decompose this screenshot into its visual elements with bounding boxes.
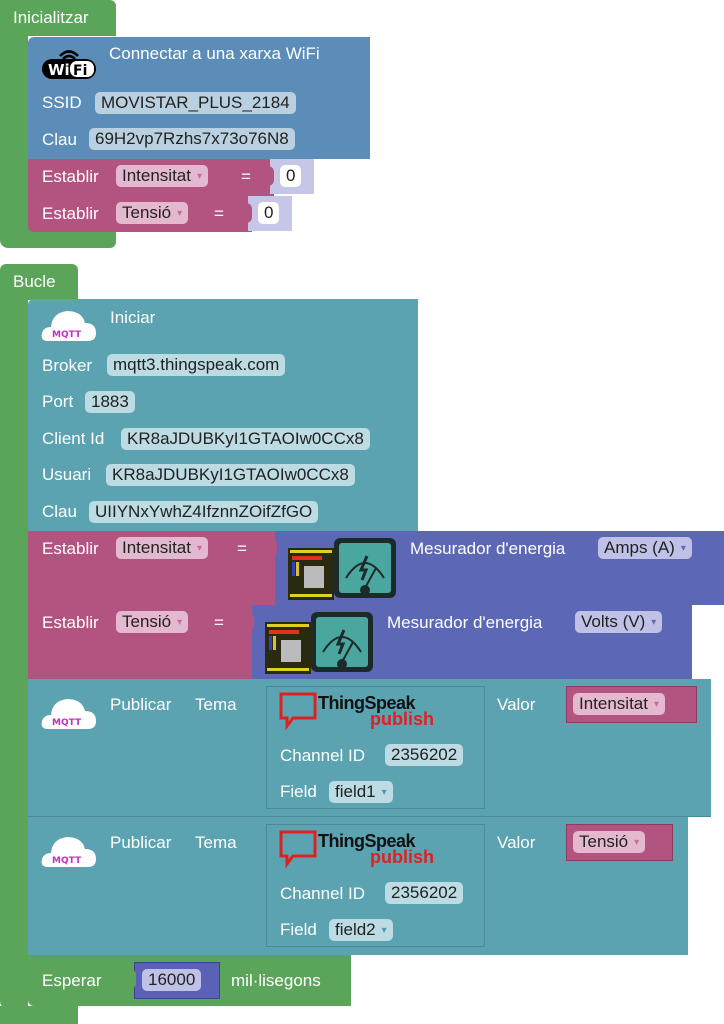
meter-label: Mesurador d'energia: [387, 613, 543, 632]
loop-block-label: Bucle: [13, 272, 56, 291]
thingspeak-logo-sub: publish: [370, 847, 434, 867]
number-input[interactable]: 0: [258, 202, 280, 224]
svg-text:Wi: Wi: [48, 61, 70, 79]
field-dropdown[interactable]: field1: [329, 781, 393, 803]
mqtt-cloud-icon: MQTT: [40, 305, 98, 343]
value-label: Valor: [497, 833, 536, 852]
ssid-label: SSID: [42, 93, 82, 112]
set-label: Establir: [42, 204, 99, 223]
number-input[interactable]: 0: [280, 165, 302, 187]
thingspeak-logo-text: ThingSpeak: [318, 693, 416, 713]
variable-dropdown[interactable]: Intensitat: [116, 165, 209, 187]
wifi-key-input[interactable]: 69H2vp7Rzhs7x73o76N8: [89, 128, 295, 150]
init-block-label: Inicialitzar: [13, 8, 89, 27]
wait-unit-label: mil·lisegons: [231, 971, 321, 990]
user-input[interactable]: KR8aJDUBKyI1GTAOIw0CCx8: [106, 464, 355, 486]
variable-dropdown[interactable]: Tensió: [116, 202, 189, 224]
channel-id-input[interactable]: 2356202: [385, 744, 464, 766]
broker-input[interactable]: mqtt3.thingspeak.com: [107, 354, 286, 376]
variable-dropdown[interactable]: Tensió: [116, 611, 189, 633]
set-label: Establir: [42, 613, 99, 632]
topic-label: Tema: [195, 833, 237, 852]
field-dropdown[interactable]: field2: [329, 919, 393, 941]
init-block-spine: [0, 30, 28, 230]
wait-label: Esperar: [42, 971, 102, 990]
mqtt-key-label: Clau: [42, 502, 77, 521]
mqtt-start-title: Iniciar: [110, 308, 156, 327]
unit-dropdown[interactable]: Volts (V): [575, 611, 663, 633]
field-label: Field: [280, 782, 317, 801]
loop-block-spine: [0, 294, 28, 1009]
mqtt-cloud-icon: MQTT: [40, 693, 98, 731]
meter-label: Mesurador d'energia: [410, 539, 566, 558]
loop-block-footer: [0, 1006, 78, 1024]
publish-label: Publicar: [110, 695, 172, 714]
publish-label: Publicar: [110, 833, 172, 852]
channel-id-label: Channel ID: [280, 746, 366, 765]
mqtt-cloud-icon: MQTT: [40, 831, 98, 869]
client-id-input[interactable]: KR8aJDUBKyI1GTAOIw0CCx8: [121, 428, 370, 450]
mqtt-key-input[interactable]: UIIYNxYwhZ4IfznnZOifZfGO: [89, 501, 319, 523]
ssid-input[interactable]: MOVISTAR_PLUS_2184: [95, 92, 296, 114]
equals-label: =: [214, 613, 224, 632]
variable-dropdown[interactable]: Tensió: [573, 831, 646, 853]
channel-id-input[interactable]: 2356202: [385, 882, 464, 904]
unit-dropdown[interactable]: Amps (A): [598, 537, 692, 559]
broker-label: Broker: [42, 356, 93, 375]
client-id-label: Client Id: [42, 429, 105, 448]
topic-label: Tema: [195, 695, 237, 714]
svg-text:MQTT: MQTT: [52, 718, 82, 728]
value-label: Valor: [497, 695, 536, 714]
field-label: Field: [280, 920, 317, 939]
equals-label: =: [214, 204, 224, 223]
wifi-key-label: Clau: [42, 130, 77, 149]
wifi-block-title: Connectar a una xarxa WiFi: [109, 44, 320, 63]
wifi-icon: Wi Fi: [40, 44, 98, 80]
set-label: Establir: [42, 539, 99, 558]
thingspeak-logo-icon: [279, 692, 319, 732]
port-input[interactable]: 1883: [85, 391, 135, 413]
variable-dropdown[interactable]: Intensitat: [116, 537, 209, 559]
set-label: Establir: [42, 167, 99, 186]
energy-meter-icon: [265, 612, 375, 676]
channel-id-label: Channel ID: [280, 884, 366, 903]
svg-text:MQTT: MQTT: [52, 330, 82, 340]
user-label: Usuari: [42, 465, 92, 484]
wait-duration-input[interactable]: 16000: [142, 969, 202, 991]
port-label: Port: [42, 392, 74, 411]
equals-label: =: [237, 539, 247, 558]
equals-label: =: [241, 167, 251, 186]
svg-text:Fi: Fi: [73, 63, 87, 79]
thingspeak-logo-sub: publish: [370, 709, 434, 729]
energy-meter-icon: [288, 538, 398, 602]
svg-text:MQTT: MQTT: [52, 856, 82, 866]
thingspeak-logo-icon: [279, 830, 319, 870]
variable-dropdown[interactable]: Intensitat: [573, 693, 666, 715]
thingspeak-logo-text: ThingSpeak: [318, 831, 416, 851]
